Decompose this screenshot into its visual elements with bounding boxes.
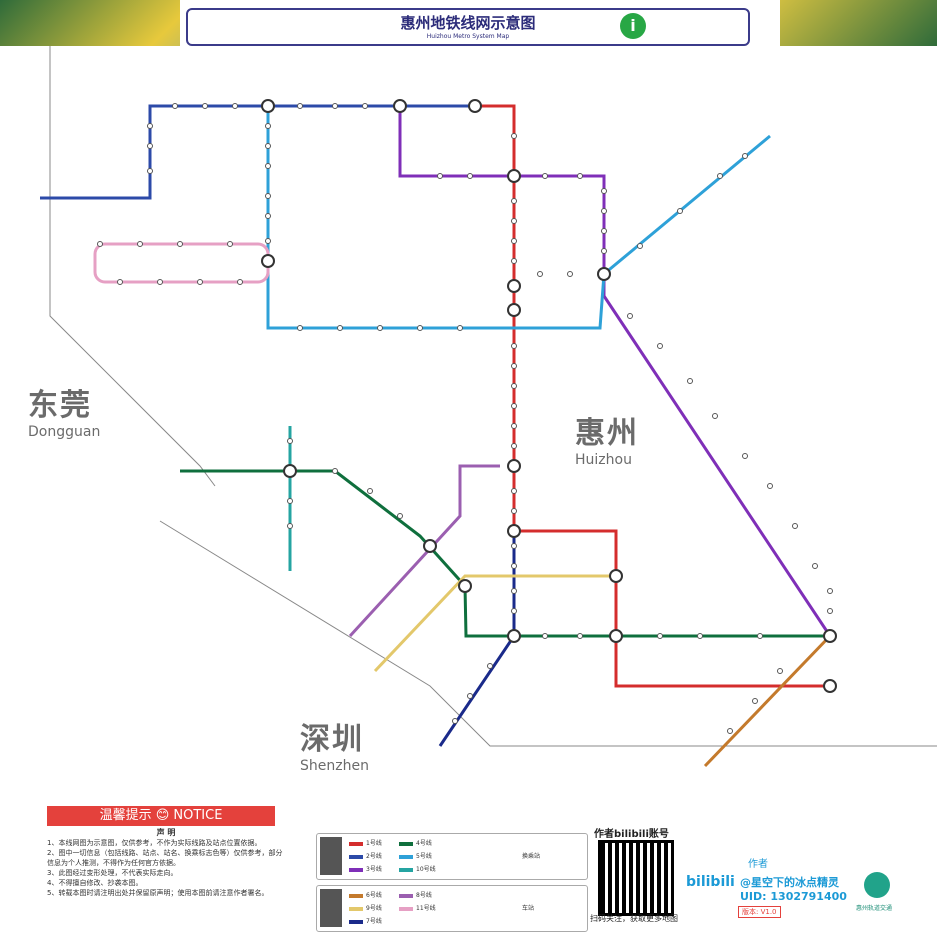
- interchange-station[interactable]: [823, 679, 837, 693]
- interchange-station[interactable]: [609, 569, 623, 583]
- metro-line-5: [266, 134, 771, 330]
- interchange-station[interactable]: [823, 629, 837, 643]
- legend-line5: 5号线: [416, 853, 432, 860]
- region-huizhou: 惠州 Huizhou: [575, 408, 639, 468]
- metro-line-2: [40, 104, 475, 200]
- legend-line6: 6号线: [366, 892, 382, 899]
- station-markers: [97, 103, 833, 734]
- legend-line4: 4号线: [416, 840, 432, 847]
- interchange-station[interactable]: [283, 464, 297, 478]
- notice-item: 1、本线网图为示意图，仅供参考，不作为实际线路及站点位置依据。: [47, 839, 262, 847]
- notice-item: 5、转载本图时请注明出处并保留原声明；使用本图前请注意作者署名。: [47, 889, 269, 897]
- border-shenzhen-huizhou: [159, 520, 937, 747]
- region-huizhou-zh: 惠州: [575, 416, 639, 451]
- map-title: 惠州地铁线网示意图: [400, 14, 536, 32]
- metro-line-9: [373, 574, 616, 673]
- legend-line10: 10号线: [416, 866, 436, 873]
- legend-interchange: 换乘站: [522, 853, 541, 860]
- qr-title: 作者bilibili账号: [594, 829, 669, 840]
- region-dongguan-zh: 东莞: [28, 388, 92, 423]
- legend-line11: 11号线: [416, 905, 436, 912]
- notice-item: 3、此图经过变形处理，不代表实际走向。: [47, 869, 178, 877]
- huizhou-rail-logo-icon: [864, 872, 890, 898]
- version-badge: 版本: V1.0: [738, 906, 781, 918]
- interchange-station[interactable]: [507, 169, 521, 183]
- metro-line-6: [703, 634, 832, 768]
- qr-code[interactable]: [598, 840, 674, 916]
- region-dongguan-en: Dongguan: [28, 424, 101, 440]
- author-label: 作者: [748, 859, 768, 870]
- interchange-station[interactable]: [261, 99, 275, 113]
- author-name[interactable]: @星空下的冰点精灵: [740, 876, 839, 889]
- author-uid: UID: 1302791400: [740, 890, 847, 903]
- legend-line3: 3号线: [366, 866, 382, 873]
- legend-line9: 9号线: [366, 905, 382, 912]
- region-shenzhen-en: Shenzhen: [300, 758, 369, 774]
- map-subtitle: Huizhou Metro System Map: [426, 33, 510, 40]
- region-shenzhen-zh: 深圳: [300, 722, 364, 757]
- interchange-station[interactable]: [507, 459, 521, 473]
- interchange-station[interactable]: [261, 254, 275, 268]
- interchange-station[interactable]: [507, 524, 521, 538]
- region-huizhou-en: Huizhou: [575, 452, 632, 468]
- info-icon[interactable]: i: [620, 13, 646, 39]
- metro-map[interactable]: [0, 46, 937, 806]
- interchange-station[interactable]: [609, 629, 623, 643]
- interchange-station[interactable]: [507, 629, 521, 643]
- metro-line-3: [398, 106, 832, 637]
- legend-panel-bottom: 6号线 9号线 7号线 8号线 11号线 车站: [316, 885, 588, 932]
- legend-station: 车站: [522, 905, 535, 912]
- notice-item: 2、图中一切信息（包括线路、站点、站名、换乘标志色等）仅供参考，部分信息为个人推…: [47, 849, 283, 867]
- legend-line1: 1号线: [366, 840, 382, 847]
- interchange-station[interactable]: [423, 539, 437, 553]
- interchange-station[interactable]: [468, 99, 482, 113]
- metro-line-1: [475, 104, 830, 688]
- interchange-station[interactable]: [507, 279, 521, 293]
- legend-line2: 2号线: [366, 853, 382, 860]
- region-dongguan: 东莞 Dongguan: [28, 380, 100, 440]
- interchange-station[interactable]: [393, 99, 407, 113]
- legend-line7: 7号线: [366, 918, 382, 925]
- title-box: 惠州地铁线网示意图 Huizhou Metro System Map: [186, 8, 750, 46]
- metro-line-4: [180, 469, 830, 638]
- region-shenzhen: 深圳 Shenzhen: [300, 714, 369, 774]
- bilibili-logo: bilibili: [686, 874, 735, 890]
- notice-title: 温馨提示 😊 NOTICE: [47, 806, 275, 826]
- metro-line-8: [348, 464, 500, 638]
- notice-body: 声 明 1、本线网图为示意图，仅供参考，不作为实际线路及站点位置依据。 2、图中…: [47, 828, 285, 898]
- interchange-station[interactable]: [597, 267, 611, 281]
- legend-line8: 8号线: [416, 892, 432, 899]
- metro-line-11: [93, 242, 270, 284]
- notice-heading: 声 明: [156, 828, 176, 837]
- interchange-station[interactable]: [458, 579, 472, 593]
- interchange-station[interactable]: [507, 303, 521, 317]
- qr-caption: 扫码关注，获取更多地图: [590, 914, 678, 923]
- logo-text: 惠州轨道交通: [856, 905, 893, 912]
- legend-panel-top: 1号线 2号线 3号线 4号线 5号线 10号线 换乘站: [316, 833, 588, 880]
- metro-line-7: [438, 531, 516, 747]
- notice-item: 4、不得擅自修改、抄袭本图。: [47, 879, 143, 887]
- border-dongguan-huizhou: [49, 46, 216, 487]
